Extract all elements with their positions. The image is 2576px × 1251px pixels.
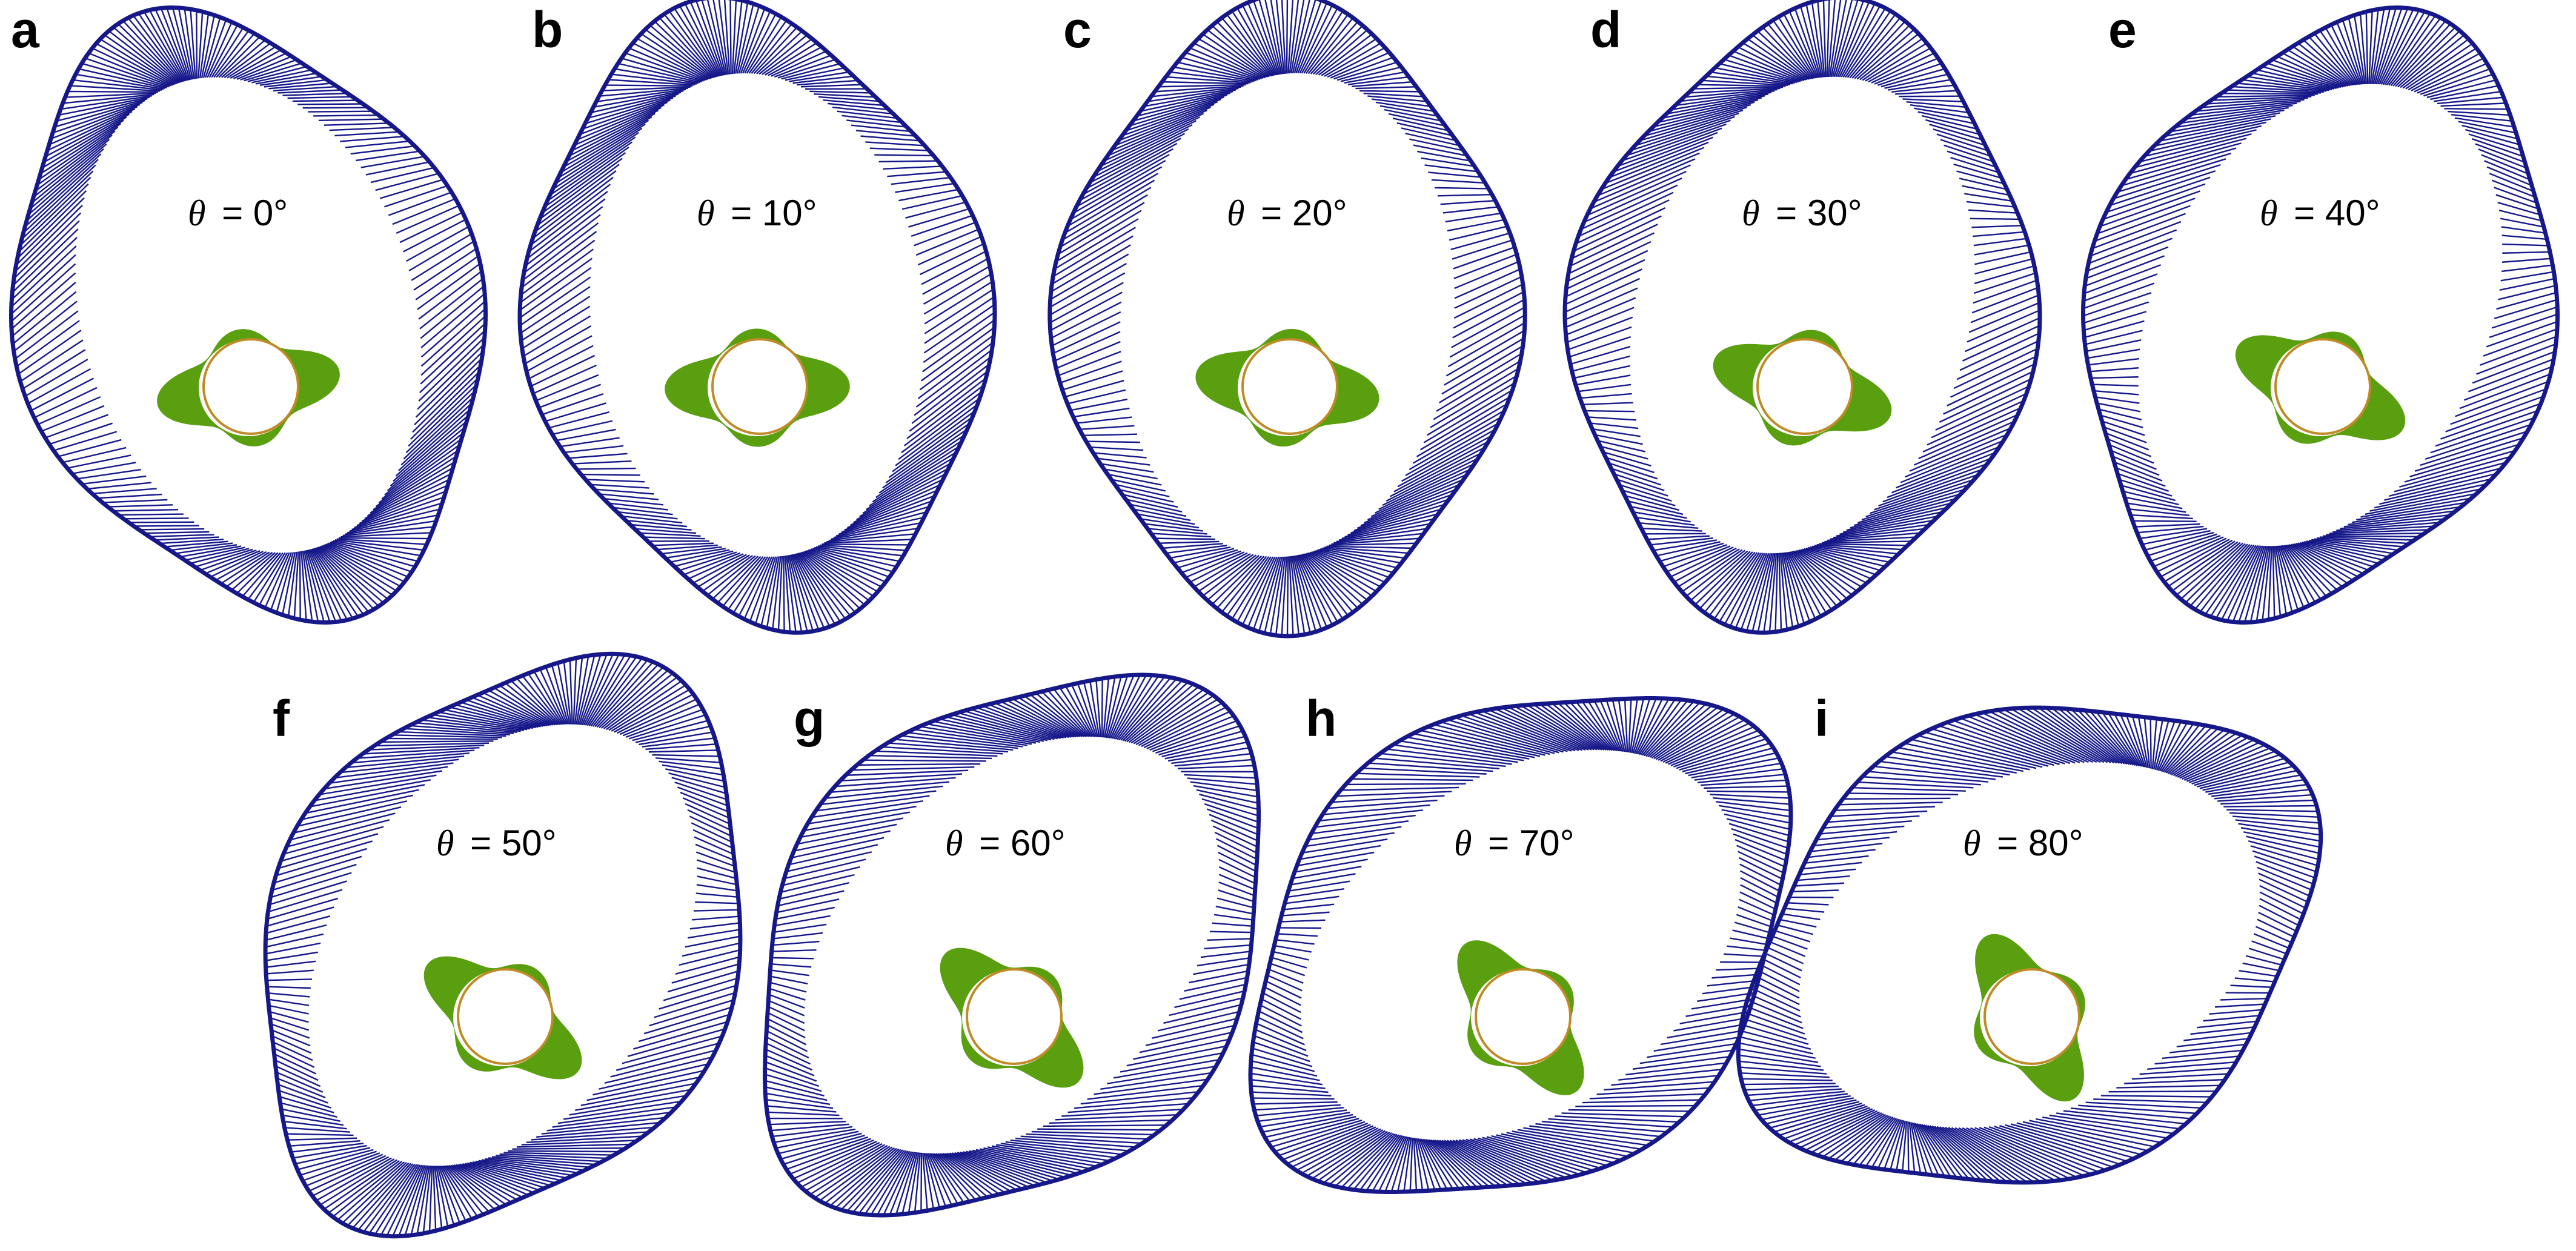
theta-symbol: θ bbox=[697, 193, 714, 233]
panel-letter: b bbox=[532, 1, 563, 58]
theta-label: θ = 20° bbox=[1227, 193, 1347, 233]
outer-ring-hatch bbox=[2083, 7, 2558, 623]
theta-symbol: θ bbox=[436, 823, 454, 863]
theta-value: = 30° bbox=[1765, 193, 1862, 233]
panel-letter: d bbox=[1590, 1, 1621, 58]
inner-ring-hole bbox=[1980, 969, 2079, 1066]
outer-ring-hatch bbox=[1738, 707, 2321, 1183]
theta-label: θ = 70° bbox=[1454, 823, 1575, 863]
inner-ring-hole bbox=[1753, 339, 1852, 436]
outer-ring-hatch bbox=[265, 653, 741, 1237]
theta-symbol: θ bbox=[945, 823, 963, 863]
reference-circle bbox=[1241, 338, 1338, 435]
inner-ring-hole bbox=[453, 969, 553, 1066]
theta-symbol: θ bbox=[2260, 193, 2277, 233]
inner-ring-hole bbox=[199, 339, 298, 436]
theta-value: = 70° bbox=[1478, 823, 1574, 863]
theta-label: θ = 30° bbox=[1742, 193, 1862, 233]
theta-symbol: θ bbox=[1963, 823, 1980, 863]
inner-ring-hole bbox=[1238, 339, 1337, 436]
panel-letter: h bbox=[1306, 690, 1336, 747]
theta-value: = 40° bbox=[2283, 193, 2380, 233]
outer-ring-contour bbox=[263, 651, 743, 1239]
panel-letter: f bbox=[273, 690, 290, 747]
panel-e: e θ = 40° bbox=[2080, 1, 2560, 625]
panel-i: i θ = 80° bbox=[1736, 690, 2323, 1185]
theta-value: = 80° bbox=[1987, 823, 2083, 863]
panel-h: h θ = 70° bbox=[1248, 690, 1793, 1194]
reference-circle bbox=[1983, 968, 2080, 1065]
panel-a: a θ = 0° bbox=[8, 1, 488, 625]
theta-label: θ = 10° bbox=[697, 193, 817, 233]
outer-ring-hatch bbox=[519, 0, 995, 633]
theta-value: = 0° bbox=[211, 193, 288, 233]
theta-symbol: θ bbox=[1742, 193, 1759, 233]
outer-ring-hatch bbox=[1049, 0, 1525, 637]
theta-label: θ = 60° bbox=[945, 823, 1066, 863]
reference-circle bbox=[202, 338, 299, 435]
outer-ring-contour bbox=[1047, 0, 1527, 639]
panel-letter: e bbox=[2108, 1, 2137, 58]
theta-value: = 10° bbox=[720, 193, 817, 233]
outer-ring-contour bbox=[1736, 705, 2323, 1185]
outer-ring-contour bbox=[1248, 696, 1793, 1194]
theta-symbol: θ bbox=[188, 193, 205, 233]
theta-symbol: θ bbox=[1227, 193, 1244, 233]
panel-b: b θ = 10° bbox=[517, 0, 997, 635]
theta-label: θ = 50° bbox=[436, 823, 557, 863]
outer-ring-contour bbox=[8, 5, 488, 625]
theta-label: θ = 80° bbox=[1963, 823, 2083, 863]
outer-ring-contour bbox=[1562, 0, 2042, 635]
inner-ring-hole bbox=[1471, 969, 1570, 1066]
panel-f: f θ = 50° bbox=[263, 651, 743, 1239]
panel-letter: i bbox=[1814, 690, 1828, 747]
outer-ring-contour bbox=[517, 0, 997, 635]
panel-g: g θ = 60° bbox=[763, 672, 1261, 1218]
reference-circle bbox=[2274, 338, 2371, 435]
outer-ring-hatch bbox=[765, 674, 1259, 1216]
theta-value: = 20° bbox=[1250, 193, 1347, 233]
reference-circle bbox=[711, 338, 808, 435]
panel-d: d θ = 30° bbox=[1562, 0, 2042, 635]
reference-circle bbox=[966, 968, 1063, 1065]
outer-ring-hatch bbox=[10, 7, 486, 623]
panel-letter: c bbox=[1063, 1, 1092, 58]
panel-c: c θ = 20° bbox=[1047, 0, 1527, 639]
reference-circle bbox=[1756, 338, 1853, 435]
theta-label: θ = 0° bbox=[188, 193, 288, 233]
theta-symbol: θ bbox=[1454, 823, 1472, 863]
theta-value: = 50° bbox=[460, 823, 556, 863]
inner-ring-hole bbox=[2271, 339, 2370, 436]
panel-letter: g bbox=[794, 690, 825, 747]
inner-ring-hole bbox=[962, 969, 1061, 1066]
outer-ring-hatch bbox=[1250, 698, 1791, 1192]
reference-circle bbox=[1475, 968, 1572, 1065]
theta-label: θ = 40° bbox=[2260, 193, 2380, 233]
outer-ring-contour bbox=[763, 672, 1261, 1218]
outer-ring-hatch bbox=[1564, 0, 2040, 633]
reference-circle bbox=[457, 968, 554, 1065]
outer-ring-contour bbox=[2080, 5, 2560, 625]
theta-value: = 60° bbox=[969, 823, 1065, 863]
panel-letter: a bbox=[11, 1, 40, 58]
inner-ring-hole bbox=[708, 339, 807, 436]
